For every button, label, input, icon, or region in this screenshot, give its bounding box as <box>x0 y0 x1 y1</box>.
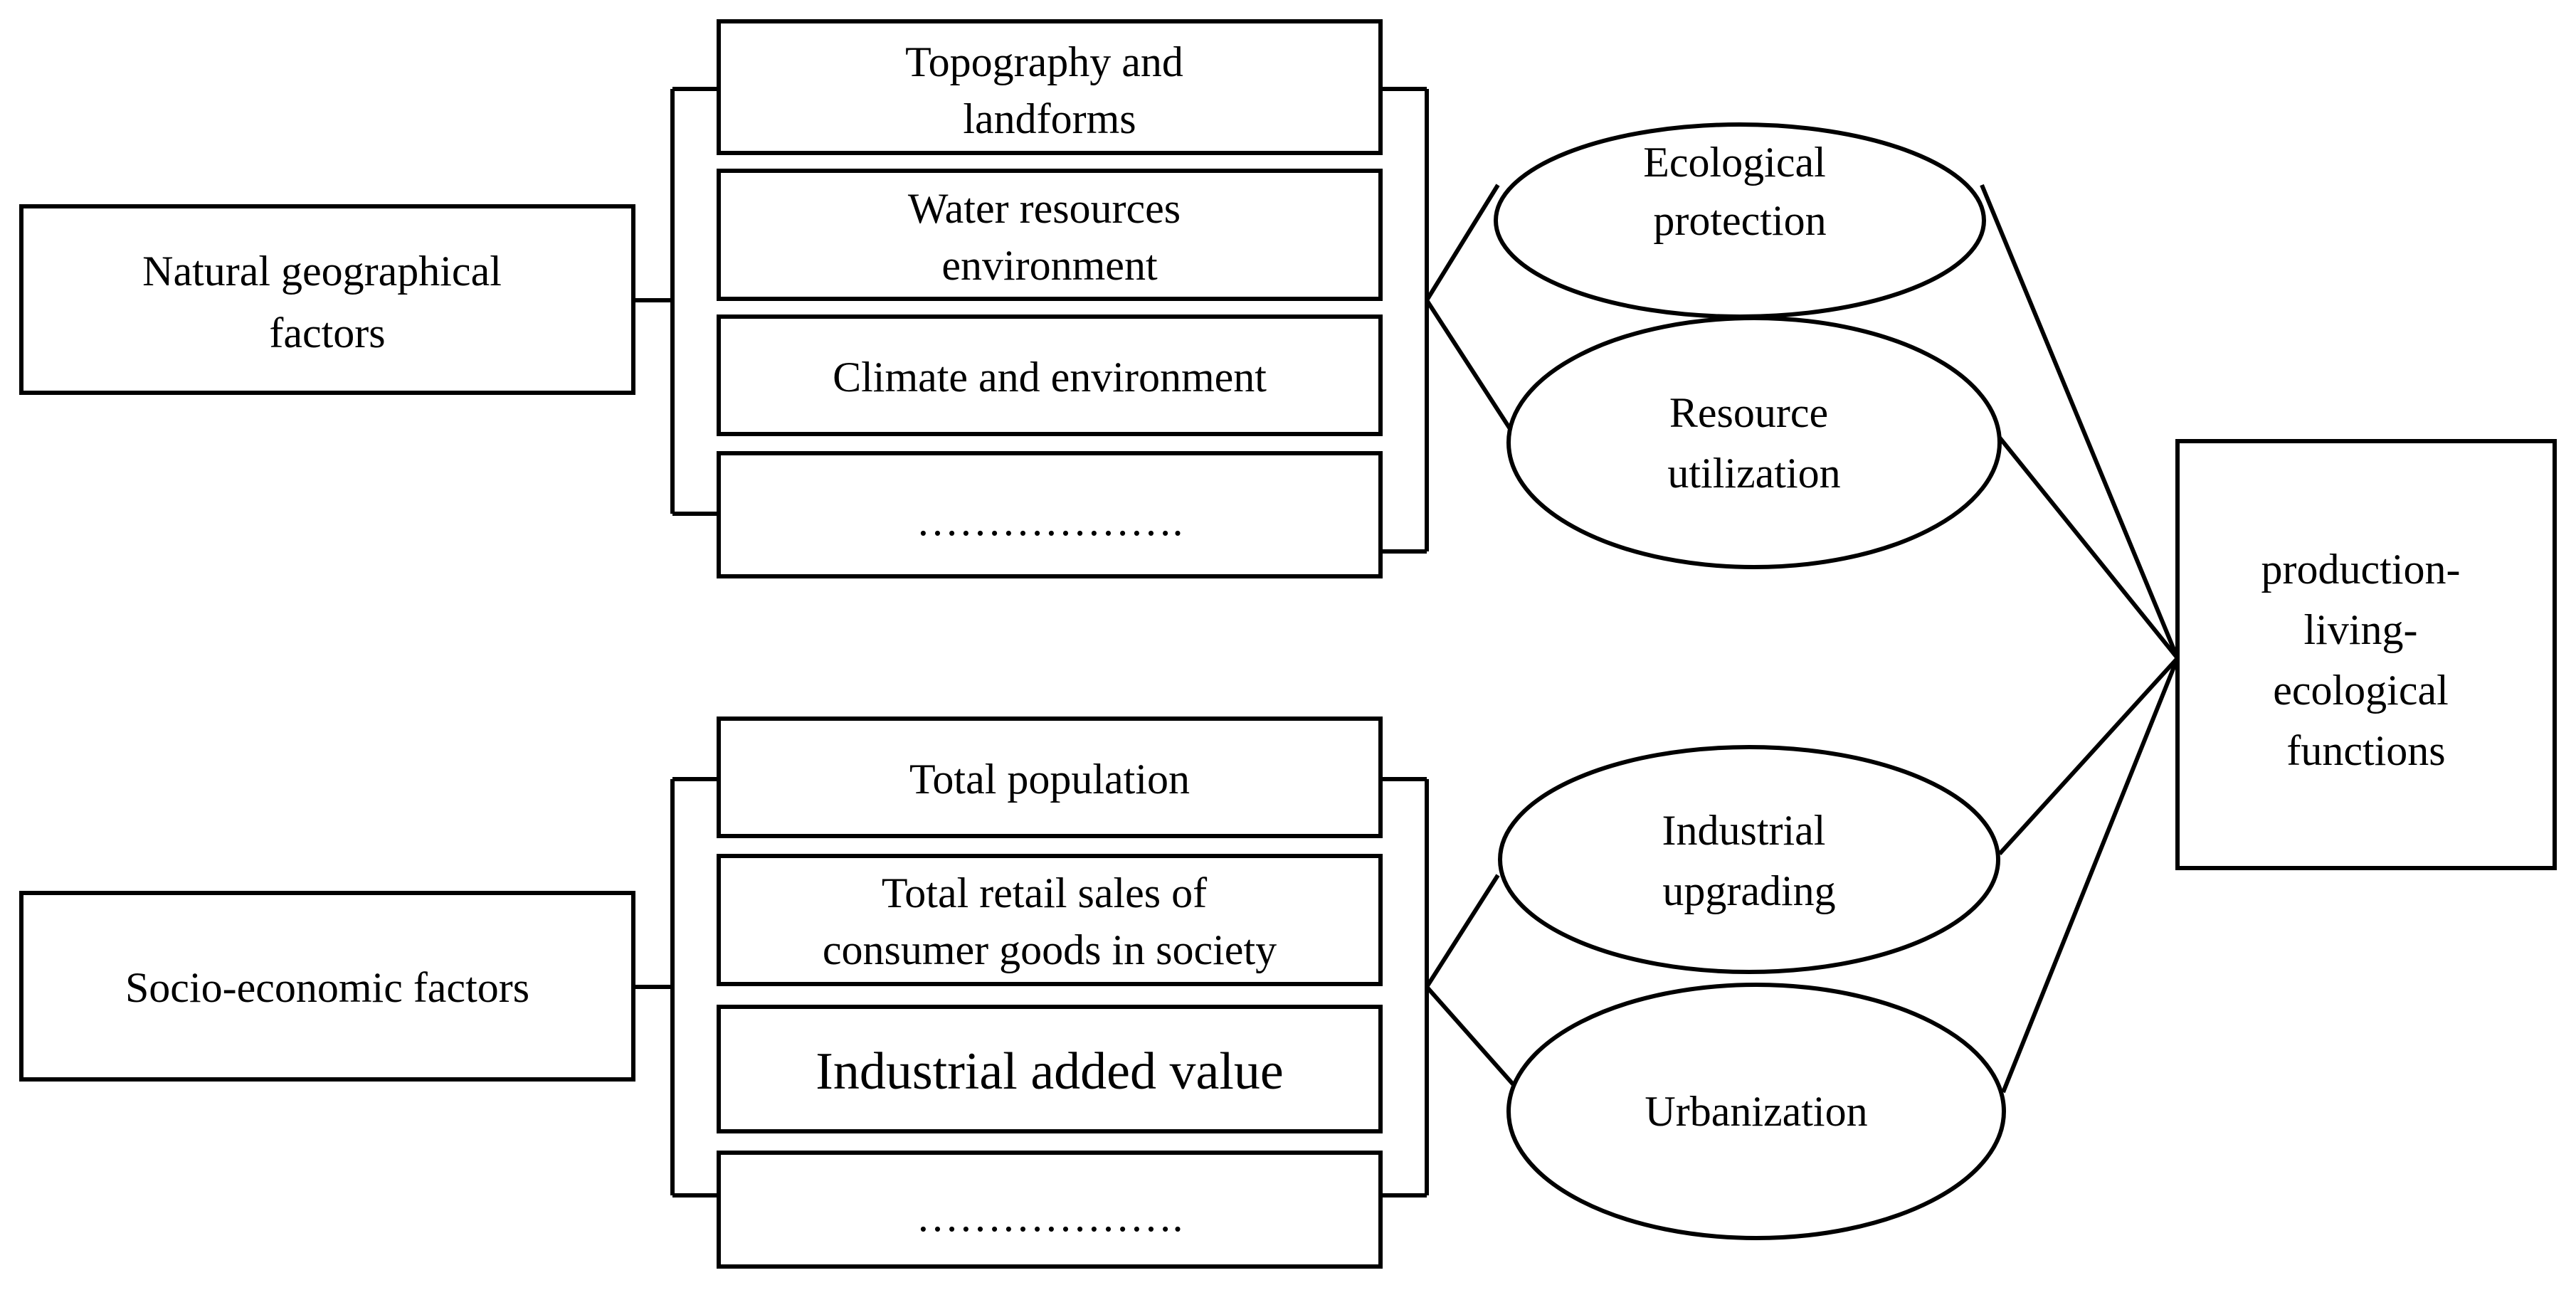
mediator-ellipse <box>1498 745 2000 974</box>
connector-lines <box>633 87 2180 1198</box>
connector-line <box>1425 184 1500 302</box>
mediator-label: Industrial upgrading <box>1662 807 1837 914</box>
factor-item-box <box>717 314 1383 436</box>
factor-item-label: Total retail sales of consumer goods in … <box>823 869 1277 973</box>
factor-item-box <box>717 169 1383 301</box>
outcome: production- living- ecological functions <box>2175 439 2557 870</box>
factor-category-box <box>19 891 635 1082</box>
factor-item-label: Climate and environment <box>833 354 1267 401</box>
factor-item-label: Water resources environment <box>908 185 1191 289</box>
factor-category-box <box>19 204 635 395</box>
factor-item-box <box>717 1151 1383 1269</box>
mediator-label: Resource utilization <box>1667 389 1840 497</box>
mediator-ellipse <box>1506 983 2006 1240</box>
mediator-label: Urbanization <box>1645 1088 1867 1135</box>
factor-item-box <box>717 854 1383 986</box>
connector-line <box>1997 656 2180 856</box>
outcome-label: production- living- ecological functions <box>2261 546 2471 774</box>
factor-item-box <box>717 19 1383 155</box>
connector-line <box>1997 436 2180 660</box>
connector-line <box>2001 657 2180 1094</box>
factor-item-label: Industrial added value <box>815 1042 1284 1101</box>
factor-item-label: Topography and landforms <box>905 38 1194 142</box>
factor-group-socioeconomic: Socio-economic factors Total population … <box>19 717 1383 1269</box>
mediators: Ecological protection Resource utilizati… <box>1494 122 2006 1240</box>
outcome-box <box>2175 439 2557 870</box>
factor-category-title: Socio-economic factors <box>125 964 529 1011</box>
connector-line <box>1425 985 1529 1101</box>
factor-item-box <box>717 451 1383 578</box>
connector-line <box>1425 299 1518 439</box>
factor-category-title: Natural geographical factors <box>142 248 512 356</box>
factor-item-box <box>717 717 1383 838</box>
mediator-ellipse <box>1506 316 2002 569</box>
factor-item-label: Total population <box>909 756 1190 803</box>
factor-group-natural: Natural geographical factors Topography … <box>19 19 1383 578</box>
factor-item-label: ………………. <box>917 497 1183 544</box>
mediator-label: Ecological protection <box>1643 139 1837 244</box>
factor-item-label: ………………. <box>917 1193 1183 1240</box>
connector-line <box>1980 184 2180 660</box>
connector-line <box>1425 874 1500 988</box>
factor-item-box <box>717 1005 1383 1133</box>
